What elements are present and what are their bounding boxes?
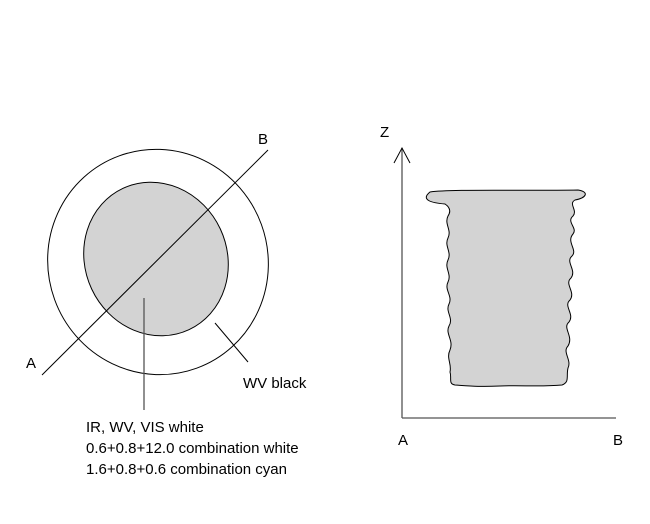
outer-ellipse: [47, 148, 269, 376]
label-b: B: [258, 131, 268, 148]
cross-section-line: [41, 149, 269, 376]
inner-label-line-3: 1.6+0.8+0.6 combination cyan: [86, 461, 287, 478]
label-a: A: [26, 355, 36, 372]
inner-label-line-2: 0.6+0.8+12.0 combination white: [86, 440, 299, 457]
z-axis-arrow-icon: [393, 146, 411, 164]
cloud-column-shape: [425, 189, 586, 387]
inner-label-line-1: IR, WV, VIS white: [86, 419, 204, 436]
wv-black-label: WV black: [243, 375, 307, 392]
cross-section-view: Z A B: [380, 124, 623, 449]
plan-view: B A WV black IR, WV, VIS white 0.6+0.8+1…: [26, 131, 307, 478]
outer-pointer-line: [214, 322, 249, 363]
x-axis-end-label: B: [613, 432, 623, 449]
z-axis-label: Z: [380, 124, 389, 141]
x-axis-start-label: A: [398, 432, 408, 449]
